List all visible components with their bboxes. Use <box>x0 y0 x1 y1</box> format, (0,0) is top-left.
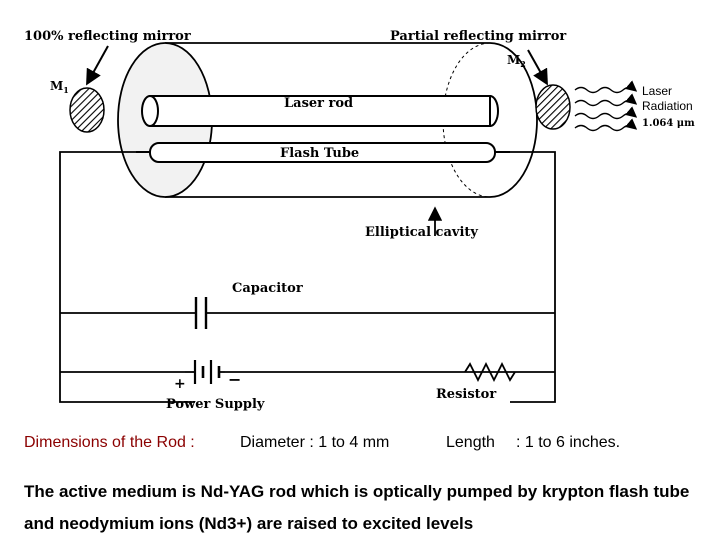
power-supply-label: Power Supply <box>166 397 265 412</box>
rod-length-value: : 1 to 6 inches. <box>516 434 621 451</box>
wavelength-label: 1.064 μm <box>642 118 695 129</box>
rod-length-label: Length <box>446 434 495 451</box>
capacitor-symbol <box>194 297 208 329</box>
resistor-label: Resistor <box>436 387 496 402</box>
mirror-m2-label: M2 <box>507 53 526 69</box>
mirror-partial-label: Partial reflecting mirror <box>390 29 566 44</box>
laser-rod <box>141 95 499 127</box>
circuit-wires <box>59 151 556 403</box>
elliptical-cavity-label: Elliptical cavity <box>365 225 478 240</box>
mirror-m2-arrow <box>527 49 548 86</box>
mirror-m1-label: M1 <box>50 79 69 95</box>
flash-tube <box>136 142 510 163</box>
laser-diagram: Laser rod Flash Tube Capacitor + − Power… <box>24 29 695 412</box>
resistor-symbol <box>464 361 516 383</box>
mirror-full-label: 100% reflecting mirror <box>24 29 191 44</box>
rod-diameter: Diameter : 1 to 4 mm <box>240 434 390 451</box>
laser-radiation-waves <box>574 80 638 132</box>
mirror-m2 <box>535 84 571 130</box>
laser-rod-label: Laser rod <box>284 96 353 111</box>
laser-label-line2: Radiation <box>642 99 693 113</box>
description-text: The active medium is Nd-YAG rod which is… <box>24 482 690 533</box>
flash-tube-label: Flash Tube <box>280 146 359 161</box>
laser-label-line1: Laser <box>642 84 672 98</box>
mirror-m1 <box>69 87 105 133</box>
battery-symbol <box>185 360 225 384</box>
capacitor-label: Capacitor <box>232 281 303 296</box>
battery-plus-sign: + <box>174 376 186 392</box>
battery-minus-sign: − <box>228 370 241 389</box>
dimensions-heading: Dimensions of the Rod : <box>24 434 195 451</box>
mirror-m1-arrow <box>86 45 109 86</box>
